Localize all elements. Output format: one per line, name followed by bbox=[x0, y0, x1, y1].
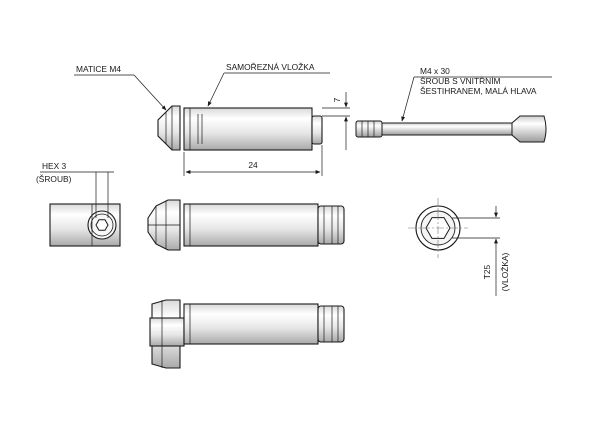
screw-top bbox=[355, 115, 547, 143]
torx-note-label: (VLOŽKA) bbox=[500, 252, 510, 291]
screw-desc-line2: ŠESTIHRANEM, MALÁ HLAVA bbox=[420, 86, 537, 96]
nut-top bbox=[157, 105, 181, 151]
insert-length-value: 24 bbox=[248, 160, 258, 170]
screw-size-label: M4 x 30 bbox=[420, 66, 450, 76]
hex-head-side bbox=[49, 203, 121, 247]
nut-callout: MATICE M4 bbox=[74, 64, 167, 111]
thread-step-value: 7 bbox=[332, 97, 342, 102]
hex-size-label: HEX 3 bbox=[42, 161, 67, 171]
hex-note-label: (ŠROUB) bbox=[36, 174, 72, 184]
hex-callout: HEX 3 (ŠROUB) bbox=[36, 161, 114, 218]
insert-front bbox=[183, 203, 345, 247]
dimension-insert-length: 24 bbox=[183, 145, 323, 176]
screw-desc-line1: ŠROUB S VNITŘNÍM bbox=[420, 76, 501, 86]
insert-top bbox=[183, 107, 323, 151]
nut-label: MATICE M4 bbox=[76, 64, 121, 74]
nut-front bbox=[147, 199, 181, 251]
dimension-thread-step: 7 bbox=[322, 92, 350, 150]
assembly-side bbox=[149, 299, 345, 369]
torx-size-label: T25 bbox=[482, 264, 492, 279]
insert-callout: SAMOŘEZNÁ VLOŽKA bbox=[207, 62, 330, 107]
insert-top-thread bbox=[197, 114, 203, 144]
torx-dimension: T25 (VLOŽKA) bbox=[452, 206, 510, 296]
screw-callout: M4 x 30 ŠROUB S VNITŘNÍM ŠESTIHRANEM, MA… bbox=[401, 66, 552, 122]
insert-label: SAMOŘEZNÁ VLOŽKA bbox=[226, 62, 315, 72]
torx-end-view bbox=[408, 198, 468, 258]
